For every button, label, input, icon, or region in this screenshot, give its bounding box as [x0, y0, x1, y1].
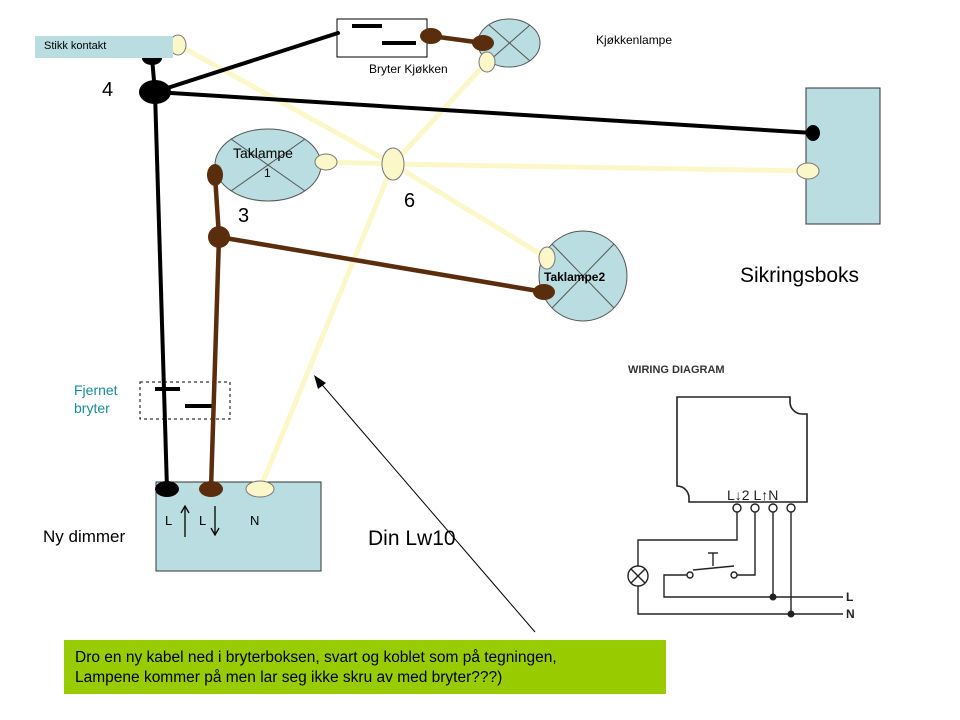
- note-line2: Lampene kommer på men lar seg ikke skru …: [75, 669, 503, 686]
- connector-dimmer-brown: [199, 481, 223, 497]
- yellow-wire-6-kjokkenlampe: [390, 59, 490, 167]
- junction-3: [208, 226, 230, 248]
- wiring-diagram-device-outline: [676, 396, 808, 503]
- brown-wire-3-taklampe2: [216, 234, 547, 295]
- dimmer-arrow-up-head: [180, 504, 190, 514]
- stikk-kontakt-box: Stikk kontakt: [35, 36, 173, 58]
- ny-dimmer-label: Ny dimmer: [43, 527, 126, 546]
- bryter-kjokken-label: Bryter Kjøkken: [369, 62, 448, 76]
- wiring-label-l: L: [846, 590, 853, 604]
- dimmer-terminal-n: N: [250, 513, 259, 528]
- wiring-label-n: N: [846, 607, 855, 621]
- ny-dimmer-box: [155, 481, 322, 572]
- dimmer-arrow-down-head: [210, 527, 220, 537]
- junction-dot-n: [787, 610, 795, 618]
- connector-sikringsboks-black: [806, 125, 820, 141]
- connector-kjokkenlampe-yellow: [478, 51, 496, 73]
- fjernet-line1: Fjernet: [74, 382, 118, 398]
- connector-sikringsboks-yellow: [796, 162, 820, 180]
- number-3-label: 3: [238, 205, 249, 227]
- terminal-circle-4: [786, 503, 796, 513]
- switch-contact-right: [730, 571, 738, 579]
- number-6-label: 6: [404, 190, 415, 212]
- yellow-wire-6-sikringsboks: [390, 161, 811, 174]
- wiring-diagram-terminals: L↓2 L↑N: [727, 487, 778, 503]
- yellow-wire-stikk-6: [175, 42, 396, 167]
- connector-taklampe1-brown: [207, 164, 223, 186]
- junction-4: [139, 80, 171, 104]
- taklampe1-cross-2: [230, 138, 306, 192]
- fjernet-bryter-label: Fjernet bryter: [74, 381, 118, 417]
- connector-taklampe1-yellow: [314, 153, 338, 171]
- switch-lever: [692, 565, 735, 571]
- fjernet-bryter-box: [139, 381, 231, 420]
- connector-taklampe2-brown: [533, 284, 555, 300]
- wiring-lamp-cross-2: [630, 568, 646, 584]
- junction-dot-l: [769, 593, 777, 601]
- connector-taklampe2-yellow: [538, 246, 556, 270]
- yellow-wire-6-dimmer-n: [257, 161, 396, 492]
- stikk-kontakt-label: Stikk kontakt: [44, 40, 107, 52]
- fjernet-line2: bryter: [74, 400, 110, 416]
- terminal-circle-3: [768, 503, 778, 513]
- taklampe1-label-line1: Taklampe: [233, 145, 293, 161]
- wire-t2-switch: [737, 512, 756, 576]
- sikringsboks-label: Sikringsboks: [740, 264, 859, 287]
- black-wire-4-bryter: [153, 31, 340, 94]
- terminal-circle-1: [732, 503, 742, 513]
- annotation-arrow-head: [314, 375, 326, 389]
- terminal-circle-2: [750, 503, 760, 513]
- wire-switch-l: [663, 574, 843, 598]
- din-lw10-label: Din Lw10: [368, 527, 456, 550]
- black-wire-4-dimmer: [153, 90, 169, 491]
- switch-contact-left: [686, 571, 694, 579]
- sikringsboks-box: [805, 87, 881, 225]
- wire-t1-lamp: [637, 512, 738, 566]
- yellow-wire-6-taklampe2: [390, 161, 550, 261]
- dimmer-terminal-l2: L: [199, 513, 206, 528]
- number-4-label: 4: [102, 79, 113, 101]
- note-line1: Dro en ny kabel ned i bryterboksen, svar…: [75, 649, 557, 666]
- connector-dimmer-black: [155, 481, 179, 497]
- connector-bryter-brown: [420, 28, 442, 44]
- connector-kjokkenlampe-brown: [472, 35, 494, 51]
- connector-dimmer-yellow: [245, 480, 275, 498]
- kjokkenlampe-label: Kjøkkenlampe: [596, 33, 672, 47]
- brown-wire-3-dimmer: [208, 234, 222, 492]
- kjokkenlampe-cross-2: [488, 24, 531, 62]
- annotation-arrow-line: [317, 379, 536, 633]
- taklampe2-label: Taklampe2: [544, 270, 605, 284]
- wire-lamp-n: [637, 586, 843, 615]
- note-box: Dro en ny kabel ned i bryterboksen, svar…: [64, 640, 666, 694]
- junction-6: [381, 147, 405, 181]
- taklampe2-cross-2: [551, 243, 615, 309]
- black-wire-4-sikringsboks: [153, 90, 815, 135]
- wiring-diagram-title: WIRING DIAGRAM: [628, 364, 725, 376]
- dimmer-terminal-l1: L: [165, 513, 172, 528]
- taklampe1-label-line2: 1: [264, 166, 271, 180]
